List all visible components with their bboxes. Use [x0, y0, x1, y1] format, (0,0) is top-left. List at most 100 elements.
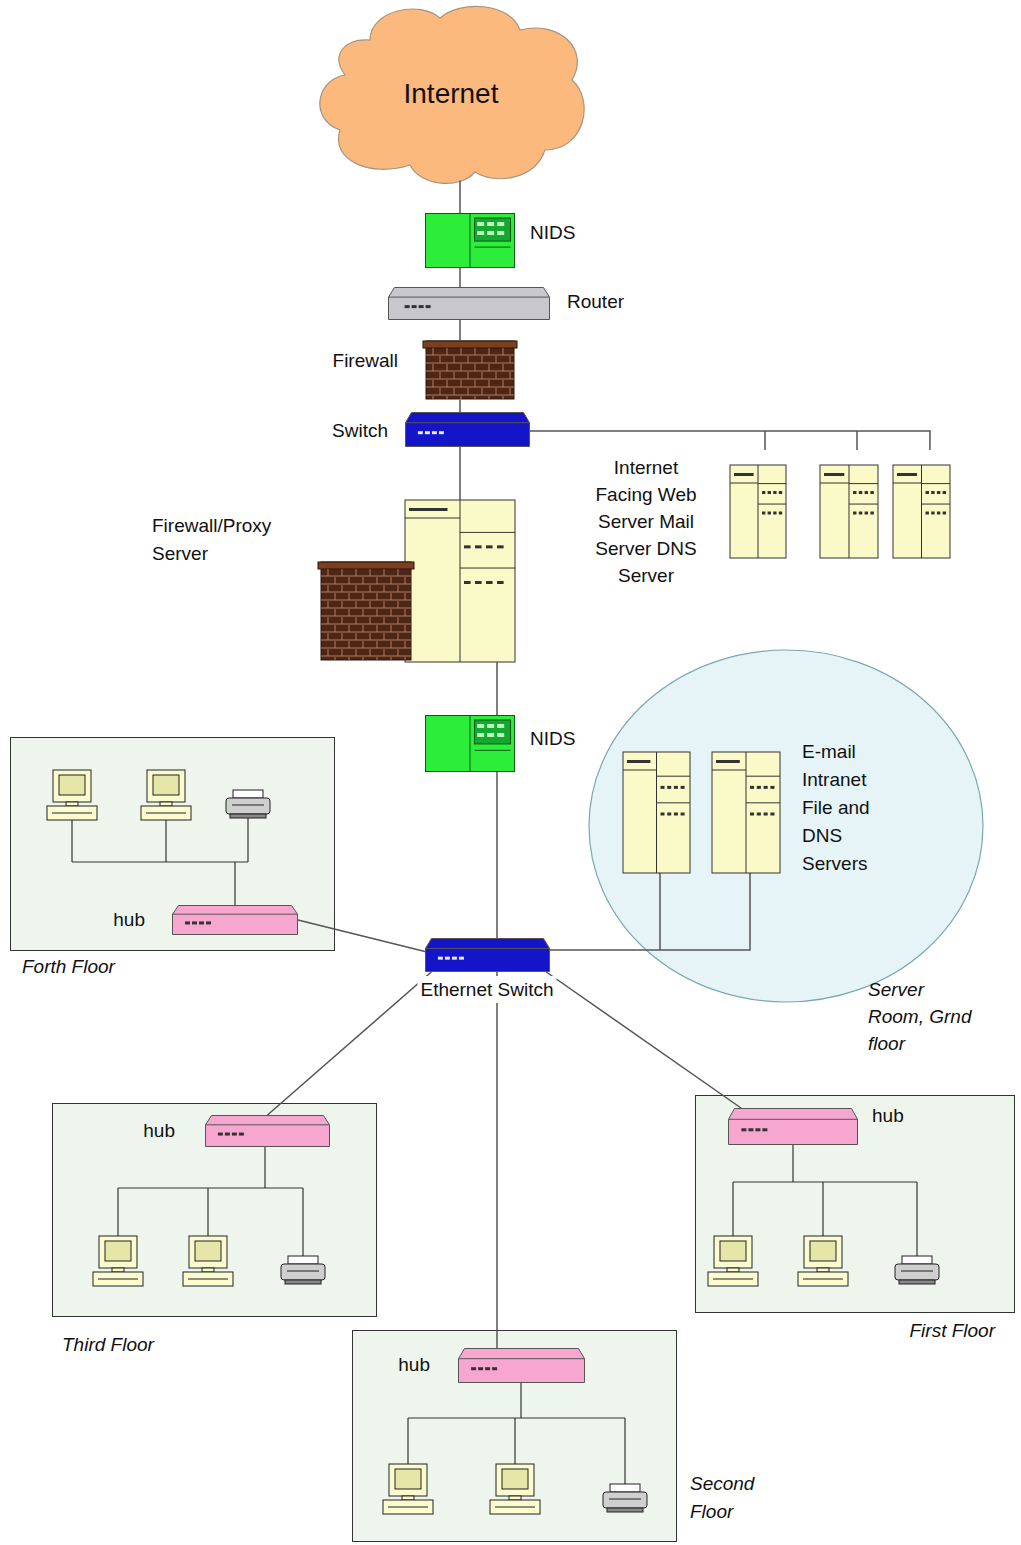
printer-paper [233, 790, 263, 798]
brick-mortar [461, 396, 462, 399]
brick-mortar [377, 657, 378, 660]
brick-mortar [475, 348, 476, 355]
switch-case-edge [406, 422, 530, 423]
nids-device-outline [425, 213, 515, 268]
server-slot [870, 491, 873, 494]
hub-device: hub [172, 905, 298, 935]
computer-neck [66, 802, 78, 806]
switch-case [406, 413, 530, 447]
brick-mortar [349, 593, 350, 600]
lan-wire [117, 1188, 118, 1236]
server-slot [486, 581, 493, 584]
nids-panel [475, 218, 511, 241]
brick-mortar [328, 569, 329, 576]
ethernet-switch: Ethernet Switch [425, 938, 550, 972]
brick-mortar [328, 633, 329, 640]
network-link [459, 180, 461, 213]
nids-body [426, 214, 515, 268]
hub-case-edge [459, 1358, 585, 1359]
computer-screen [720, 1241, 746, 1261]
server-slot [768, 491, 771, 494]
lan-wire [822, 1182, 823, 1236]
server-slot [859, 491, 862, 494]
brick-mortar [370, 633, 371, 640]
computer-base [47, 806, 97, 820]
router-device: Router [388, 287, 550, 320]
device-label: Firewall [333, 347, 398, 374]
computer-base [183, 1272, 233, 1286]
network-link [496, 662, 498, 715]
computer-monitor [99, 1236, 137, 1268]
brick-mortar [482, 388, 483, 395]
router-case-led [405, 305, 410, 308]
server-line [623, 770, 657, 771]
brick-cap [423, 341, 517, 348]
server-slot [674, 813, 678, 816]
switch-device-outline [405, 412, 530, 447]
nids-panel [475, 720, 511, 744]
device-label: hub [398, 1351, 430, 1378]
server-slot [926, 512, 929, 515]
server-wire [659, 873, 661, 950]
computer-neck [160, 802, 172, 806]
router-case-led [412, 305, 417, 308]
lan-bus [118, 1187, 303, 1188]
server-slot [475, 581, 482, 584]
floor-area: Second Floorhub [352, 1330, 677, 1542]
brick-wall [321, 562, 411, 660]
nids-divider [470, 715, 471, 772]
nids-device-outline [425, 715, 515, 772]
brick-mortar [461, 380, 462, 387]
server-slot [757, 813, 761, 816]
nids-body [426, 716, 515, 772]
brick-mortar [370, 569, 371, 576]
floor-outline [696, 1096, 1015, 1313]
server-slot [762, 491, 765, 494]
floor-area: Forth Floorhub [10, 737, 335, 951]
device-label: hub [143, 1117, 175, 1144]
hub-case-led [185, 921, 190, 924]
lan-bus [72, 861, 248, 862]
computer-monitor [389, 1464, 427, 1496]
lan-wire [302, 1188, 303, 1256]
lan-wire [792, 1145, 793, 1182]
server-drive [409, 508, 448, 511]
server-divider [460, 500, 461, 662]
brick-mortar [503, 396, 504, 399]
brick-mortar [356, 601, 357, 608]
brick-mortar [335, 577, 336, 584]
brick-mortar [363, 657, 364, 660]
nids-led [487, 222, 494, 226]
brick-mortar [391, 625, 392, 632]
brick-mortar [363, 641, 364, 648]
server-case [893, 465, 950, 558]
server-group: Internet Facing Web Server Mail Server D… [580, 450, 955, 595]
hub-device-outline [205, 1115, 330, 1147]
server-drive [716, 760, 740, 763]
printer-paper [610, 1484, 640, 1492]
brick-mortar [356, 649, 357, 656]
lan-wire [407, 1418, 408, 1464]
brick-mortar [335, 641, 336, 648]
brick-mortar [489, 380, 490, 387]
server-slot [750, 786, 754, 789]
brick-mortar [440, 372, 441, 379]
hub-device: hub [728, 1108, 858, 1145]
brick-mortar [391, 641, 392, 648]
nids-line [475, 247, 511, 248]
nids-led [497, 231, 504, 235]
hub-case [729, 1109, 858, 1145]
brick-mortar [433, 348, 434, 355]
server-slot [770, 813, 774, 816]
brick-mortar [426, 355, 514, 356]
server-slot [926, 491, 929, 494]
brick-wall [426, 341, 514, 399]
device-label: Ethernet Switch [417, 976, 556, 1003]
brick-mortar [384, 585, 385, 592]
nids-led [497, 733, 504, 737]
printer-body [281, 1264, 325, 1280]
server-line [730, 483, 758, 484]
server-line [893, 483, 922, 484]
network-link [459, 320, 461, 340]
